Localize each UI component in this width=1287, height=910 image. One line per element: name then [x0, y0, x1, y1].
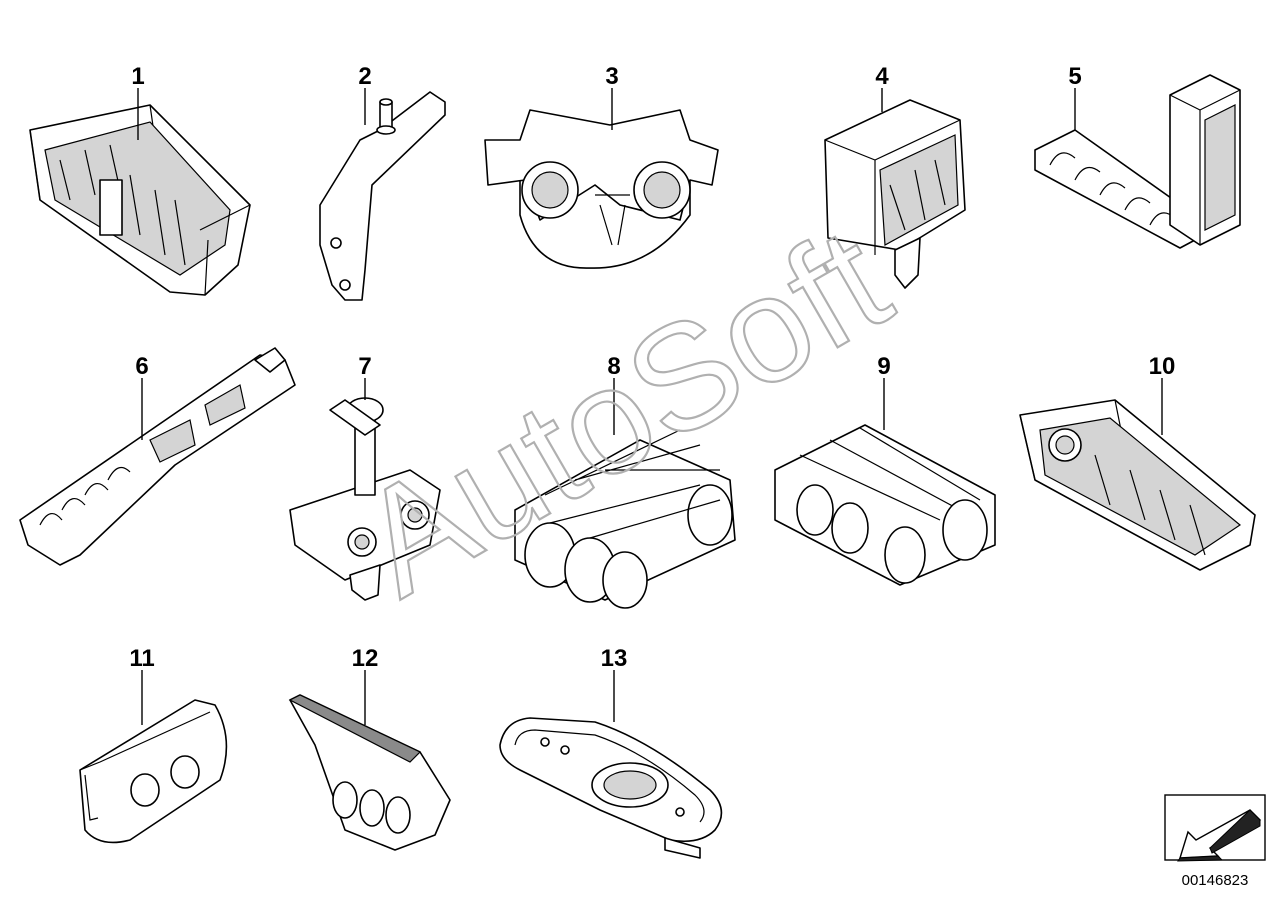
- part-number-11: 11: [129, 645, 154, 672]
- part-number-7: 7: [358, 353, 371, 380]
- part-12-drawing[interactable]: [288, 694, 451, 851]
- part-3-drawing[interactable]: [484, 109, 719, 269]
- part-8-drawing[interactable]: [514, 429, 736, 609]
- part-number-5: 5: [1068, 63, 1081, 90]
- part-11-drawing[interactable]: [79, 699, 228, 844]
- part-9-drawing[interactable]: [774, 424, 996, 586]
- part-number-13: 13: [601, 645, 628, 672]
- part-13-drawing[interactable]: [499, 717, 723, 859]
- part-10-drawing[interactable]: [1019, 399, 1256, 571]
- document-number: 00146823: [1182, 872, 1249, 889]
- part-1-drawing[interactable]: [29, 104, 251, 296]
- part-7-drawing[interactable]: [289, 397, 441, 601]
- part-number-2: 2: [358, 63, 371, 90]
- part-5-drawing[interactable]: [1034, 74, 1241, 249]
- part-number-3: 3: [605, 63, 618, 90]
- part-number-10: 10: [1149, 353, 1176, 380]
- part-number-1: 1: [131, 63, 144, 90]
- part-number-4: 4: [875, 63, 889, 90]
- arrow-icon: [1164, 794, 1266, 862]
- part-4-drawing[interactable]: [824, 99, 966, 289]
- part-number-6: 6: [135, 353, 148, 380]
- part-number-9: 9: [877, 353, 890, 380]
- part-number-8: 8: [607, 353, 620, 380]
- part-number-12: 12: [352, 645, 379, 672]
- part-2-drawing[interactable]: [319, 91, 446, 301]
- part-6-drawing[interactable]: [19, 347, 296, 566]
